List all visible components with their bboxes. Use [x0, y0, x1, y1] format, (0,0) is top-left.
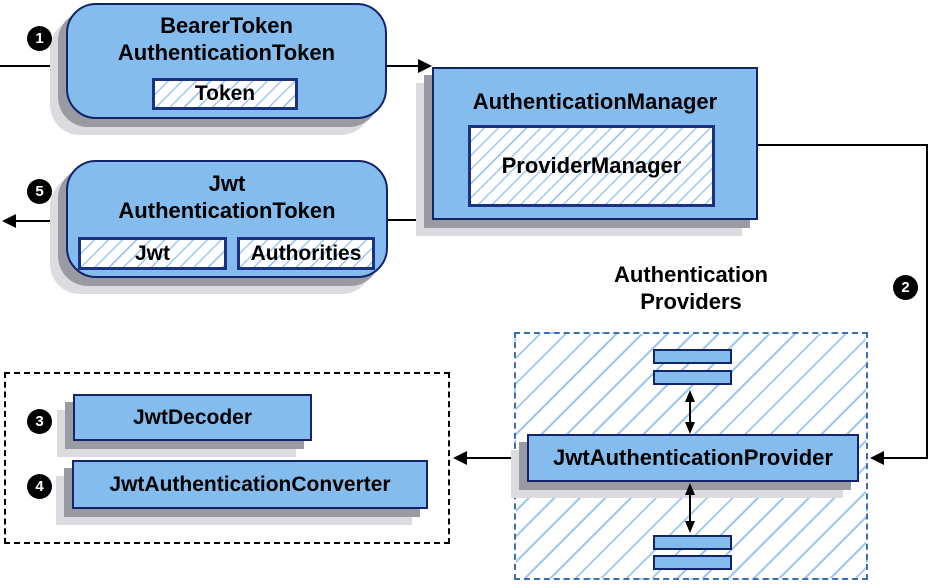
- dispatch-arrow-bottom-segment: [884, 457, 927, 459]
- arrow-up-icon: [685, 390, 695, 402]
- double-arrow-bottom: [683, 483, 697, 533]
- title-line2: AuthenticationToken: [117, 40, 336, 65]
- arrow-left-icon: [2, 214, 16, 228]
- arrow-up-icon: [685, 483, 695, 495]
- return-token-line: [388, 219, 432, 221]
- node-title: Jwt AuthenticationToken: [68, 170, 386, 224]
- arrow-down-icon: [685, 422, 695, 434]
- title-line1: Jwt: [208, 171, 246, 196]
- success-out-line: [15, 220, 66, 222]
- jwt-decoder-node: JwtDecoder: [73, 394, 312, 441]
- double-arrow-top: [683, 390, 697, 434]
- decode-arrow-line: [467, 457, 514, 459]
- authentication-manager-node: AuthenticationManager ProviderManager: [432, 67, 758, 220]
- arrow-left-icon: [870, 451, 884, 465]
- step-2-badge: 2: [893, 275, 918, 300]
- arrow-left-icon: [453, 451, 467, 465]
- jwt-field: Jwt: [78, 237, 227, 270]
- authorities-field: Authorities: [237, 237, 375, 270]
- token-field: Token: [152, 78, 298, 110]
- node-title: BearerToken AuthenticationToken: [68, 12, 385, 66]
- step-3-badge: 3: [27, 409, 52, 434]
- jwt-authentication-provider-label: JwtAuthenticationProvider: [553, 445, 833, 470]
- title-line2: AuthenticationToken: [118, 198, 336, 223]
- provider-manager-box: ProviderManager: [468, 125, 715, 207]
- decoder-converter-group: [4, 372, 450, 544]
- arrow-right-icon: [418, 59, 432, 73]
- request-in-line: [0, 65, 66, 67]
- authentication-providers-label: Authentication Providers: [556, 261, 826, 315]
- node-title: AuthenticationManager: [472, 89, 718, 114]
- jwt-authentication-token-node: Jwt AuthenticationToken Jwt Authorities: [66, 160, 388, 278]
- dispatch-arrow-vertical-segment: [926, 144, 928, 459]
- bearer-token-authentication-token-node: BearerToken AuthenticationToken Token: [66, 3, 387, 119]
- jwt-authentication-converter-node: JwtAuthenticationConverter: [72, 460, 428, 509]
- jwt-authentication-provider-node: JwtAuthenticationProvider: [527, 434, 859, 482]
- dispatch-arrow-top-segment: [758, 144, 928, 146]
- generic-provider-rect: [653, 349, 732, 364]
- generic-provider-rect: [653, 535, 732, 550]
- arrow-down-icon: [685, 521, 695, 533]
- step-4-badge: 4: [27, 474, 52, 499]
- step-1-badge: 1: [27, 26, 52, 51]
- generic-provider-rect: [653, 370, 732, 385]
- step-5-badge: 5: [27, 179, 52, 204]
- generic-provider-rect: [653, 555, 732, 570]
- providers-label-line2: Providers: [640, 289, 742, 314]
- title-line1: BearerToken: [160, 13, 293, 38]
- authenticate-arrow-line: [387, 65, 420, 67]
- providers-label-line1: Authentication: [614, 262, 768, 287]
